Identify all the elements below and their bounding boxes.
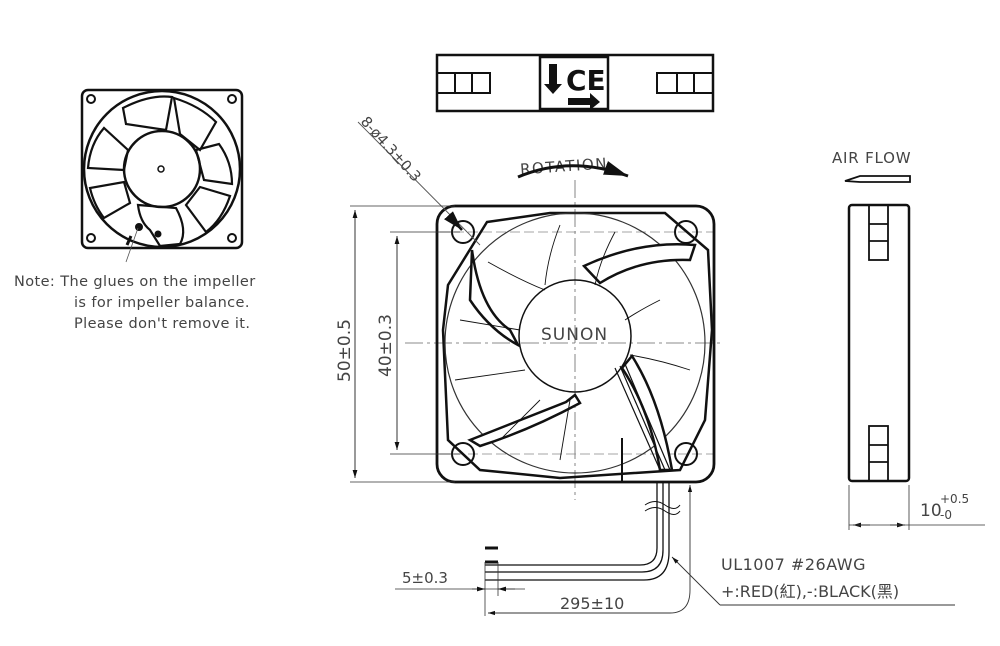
side-view — [847, 203, 985, 530]
note-prefix: Note: — [14, 274, 56, 290]
lead-wires — [485, 482, 681, 581]
dim-thickness-plus: +0.5 — [940, 492, 969, 506]
impeller-note: Note: The glues on the impeller is for i… — [14, 272, 256, 335]
top-label-view — [435, 53, 715, 113]
impeller-view — [80, 88, 244, 263]
dim-50: 50±0.5 — [335, 319, 355, 382]
ce-mark: CE — [566, 64, 606, 97]
airflow-label: AIR FLOW — [832, 149, 911, 167]
dim-strip: 5±0.3 — [402, 569, 448, 587]
brand-label: SUNON — [541, 325, 608, 345]
note-line1: The glues on the impeller — [60, 274, 256, 290]
wire-spec-line1: UL1007 #26AWG — [721, 555, 866, 574]
dim-thickness: 10 — [920, 501, 942, 521]
note-line2: is for impeller balance. — [74, 295, 250, 311]
fan-front-view — [357, 121, 720, 500]
wire-spec-line2: +:RED(紅),-:BLACK(黑) — [721, 582, 899, 601]
dim-thickness-minus: -0 — [940, 508, 952, 522]
dim-40: 40±0.3 — [376, 314, 396, 377]
airflow-arrow — [844, 175, 911, 183]
rotation-arrow — [517, 161, 629, 179]
hole-callout: 8-ø4.3±0.3 — [357, 114, 423, 185]
dim-lead-length: 295±10 — [560, 594, 624, 613]
lead-dimensions — [395, 485, 955, 616]
height-dimensions — [350, 205, 460, 483]
note-line3: Please don't remove it. — [74, 316, 251, 332]
